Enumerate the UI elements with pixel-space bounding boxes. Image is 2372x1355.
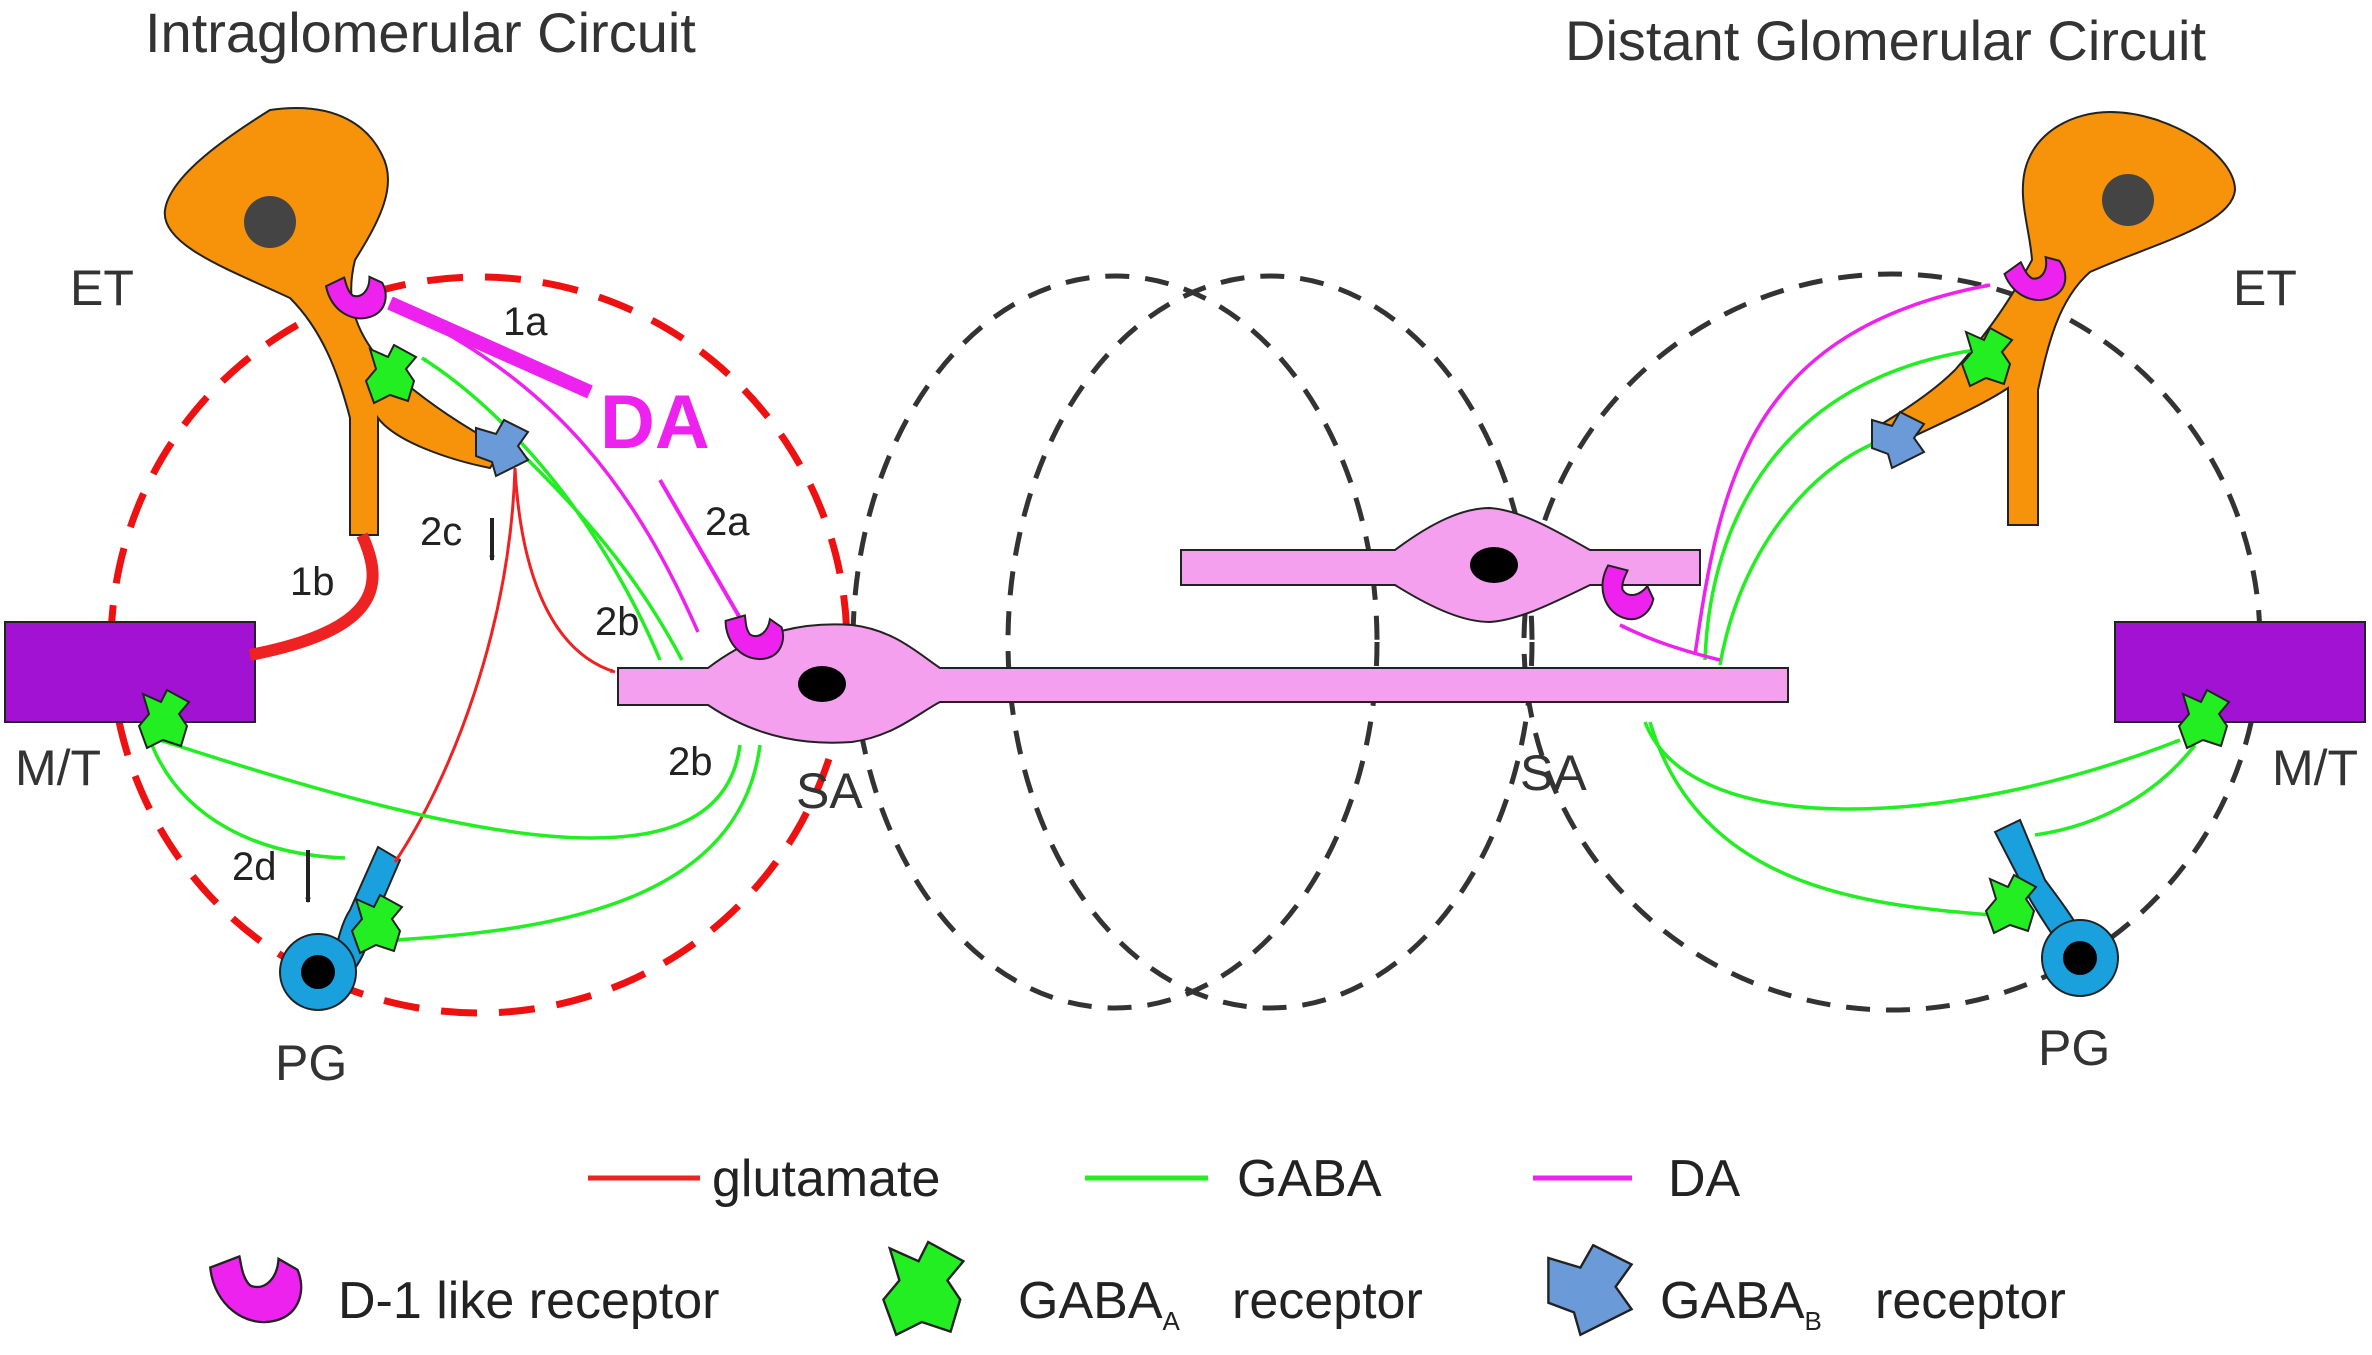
label-et-left: ET [70,260,134,316]
legend-gabaB-receptor-icon [1547,1243,1633,1337]
legend-gabaA-receptor-suffix: receptor [1232,1272,1423,1330]
legend: glutamate GABA DA D-1 like receptor GABA… [207,1150,2066,1337]
pg-right-nucleus [2063,941,2097,975]
legend-gabaA-receptor-label: GABAA [1018,1272,1181,1336]
legend-d1-receptor-label: D-1 like receptor [338,1272,719,1330]
legend-gaba-label: GABA [1237,1150,1382,1208]
title-distant-glomerular: Distant Glomerular Circuit [1565,9,2206,72]
label-pg-left: PG [275,1035,347,1091]
sa-right-da-to-et-arrow [1693,283,1991,656]
receptors [138,244,2230,954]
gaba-pathways [148,348,2197,943]
label-sa-left: SA [796,763,863,819]
pathway-2b-to-et-gabaA-arrow [421,356,662,661]
glomerulus-boundary-middle-1 [850,273,1380,1011]
legend-da-label: DA [1668,1150,1741,1208]
legend-gabaA-receptor-icon [882,1240,965,1337]
pathway-2c-to-sa-arrow [513,467,616,674]
sa-right-to-mt-arrow [1643,721,2181,811]
da-pathways [387,283,1991,662]
sa-right-nucleus [1470,547,1518,583]
gabaB-receptor-et-right [1871,411,1925,469]
pathway-2c-to-pg-arrow [393,467,517,863]
legend-gabaB-receptor-suffix: receptor [1875,1272,2066,1330]
mt-cell-right [2114,621,2366,723]
label-et-right: ET [2233,260,2297,316]
label-pathway-1b: 1b [290,560,335,604]
pg-cell-right [1993,818,2119,997]
gabaA-receptor-mt-left [138,689,190,749]
et-right-nucleus [2102,174,2154,226]
gabaA-receptor-pg-right [1985,874,2037,934]
legend-gabaB-sub: B [1805,1306,1822,1336]
pathway-2b-to-mt-arrow [159,738,742,840]
legend-gabaA-sub: A [1163,1306,1181,1336]
label-mt-right: M/T [2272,740,2358,796]
pathway-2a-arrow [658,478,742,620]
label-mt-left: M/T [15,740,101,796]
label-pathway-2a: 2a [705,500,750,544]
label-pg-right: PG [2038,1020,2110,1076]
pathway-da-thin-to-et-arrow [389,303,700,633]
legend-gabaB-main: GABA [1660,1272,1805,1330]
legend-gabaB-receptor-label: GABAB [1660,1272,1822,1336]
pathway-2b-to-pg-arrow [394,744,762,943]
pg-to-mt-left-arrow [148,739,346,860]
sa-right-da-to-sa-arrow [1619,623,1721,662]
label-da: DA [600,380,710,465]
legend-gabaA-main: GABA [1018,1272,1163,1330]
legend-d1-receptor-icon [207,1241,311,1335]
label-pathway-2b-upper: 2b [595,600,640,644]
sa-right-to-pg-arrow [1648,721,1993,918]
pathway-1b-arrow [248,532,379,661]
label-pathway-2c: 2c [420,510,462,554]
sa-right-to-et-gabaA-arrow [1703,348,1976,661]
pathway-2b-to-et-gabaB-arrow [518,450,684,661]
title-intraglomerular: Intraglomerular Circuit [145,1,696,64]
et-cell-left [163,107,505,536]
label-pathway-2d: 2d [232,845,277,889]
sa-cell-right [1180,506,1701,624]
gabaA-receptor-et-left [365,344,417,404]
pathway-1a-arrow [387,296,593,399]
mt-cell-left [4,621,256,723]
et-left-nucleus [244,196,296,248]
pg-to-mt-right-arrow [2034,743,2197,837]
pg-left-nucleus [301,955,335,989]
sa-right-to-et-gabaB-arrow [1718,441,1876,666]
sa-left-nucleus [798,666,846,702]
glomerulus-boundary-middle-2 [1005,273,1535,1011]
glutamate-pathways [248,467,616,863]
legend-glutamate-label: glutamate [712,1150,940,1208]
label-sa-right: SA [1520,745,1587,801]
gabaA-receptor-mt-right [2178,689,2230,749]
gabaA-receptor-pg-left [351,894,403,954]
gabaA-receptor-et-right [1961,327,2013,387]
sa-cell-left [617,623,1789,744]
label-pathway-2b-lower: 2b [668,740,713,784]
et-cell-right [1878,110,2237,526]
label-pathway-1a: 1a [503,300,548,344]
